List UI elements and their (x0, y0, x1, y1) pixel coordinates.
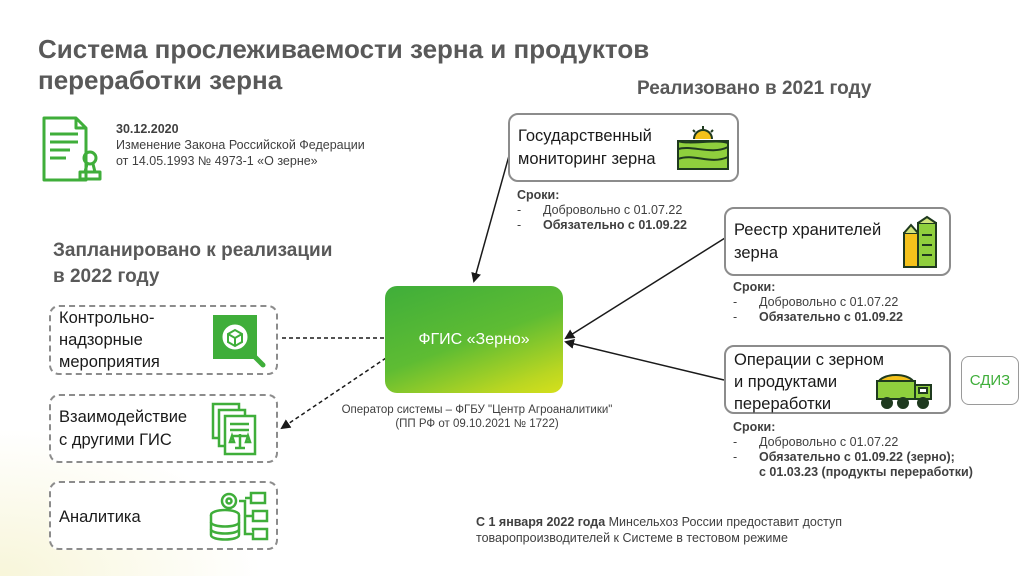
terms-operations-mandatory-grain: Обязательно с 01.09.22 (зерно); (759, 450, 955, 464)
grain-truck-icon (876, 374, 932, 409)
terms-monitoring-head: Сроки: (517, 188, 560, 202)
bottom-note: С 1 января 2022 года Минсельхоз России п… (476, 514, 916, 546)
note-bold: С 1 января 2022 года (476, 515, 606, 529)
box-gis-interaction: Взаимодействие с другими ГИС (49, 394, 278, 463)
registry-label: Реестр хранителей зерна (734, 219, 881, 265)
terms-registry-mandatory: Обязательно с 01.09.22 (759, 310, 904, 324)
terms-registry-head: Сроки: (733, 280, 776, 294)
interaction-label: Взаимодействие с другими ГИС (59, 406, 187, 452)
monitoring-line1: Государственный (518, 127, 652, 145)
law-line2: от 14.05.1993 № 4973-1 «О зерне» (116, 154, 318, 168)
note-line2: товаропроизводителей к Системе в тестово… (476, 531, 788, 545)
law-line1: Изменение Закона Российской Федерации (116, 138, 365, 152)
registry-line2: зерна (734, 244, 779, 262)
monitoring-line2: мониторинг зерна (518, 150, 656, 168)
box-storage-registry: Реестр хранителей зерна (724, 207, 951, 276)
dash: - (517, 218, 522, 232)
terms-operations-voluntary: Добровольно с 01.07.22 (759, 435, 899, 449)
operations-line2: и продуктами (734, 373, 838, 391)
operator-line2: (ПП РФ от 09.10.2021 № 1722) (395, 418, 559, 430)
heading-planned-line1: Запланировано к реализации (53, 240, 333, 261)
law-date: 30.12.2020 (116, 122, 179, 136)
analytics-database-icon (209, 491, 269, 541)
terms-monitoring-voluntary: Добровольно с 01.07.22 (543, 203, 683, 217)
interaction-line1: Взаимодействие (59, 408, 188, 426)
operations-line3: переработки (734, 395, 832, 413)
terms-operations-head: Сроки: (733, 420, 776, 434)
interaction-line2: с другими ГИС (59, 431, 172, 449)
terms-operations: Сроки: - Добровольно с 01.07.22 - Обязател… (733, 420, 973, 480)
dash: - (733, 435, 738, 449)
note-rest: Минсельхоз России предоставит доступ (605, 515, 842, 529)
registry-line1: Реестр хранителей (734, 221, 882, 239)
control-line2: надзорные (59, 331, 143, 349)
dash: - (517, 203, 522, 217)
inspection-magnifier-icon (213, 315, 266, 368)
fgis-label: ФГИС «Зерно» (418, 330, 530, 348)
fgis-zerno-node: ФГИС «Зерно» (385, 286, 563, 393)
box-grain-operations: Операции с зерном и продуктами переработ… (724, 345, 951, 414)
dash: - (733, 450, 738, 464)
terms-operations-mandatory-products: с 01.03.23 (продукты переработки) (759, 465, 973, 479)
sdiz-label: СДИЗ (969, 372, 1011, 389)
heading-planned-line2: в 2022 году (53, 266, 160, 287)
operations-label: Операции с зерном и продуктами переработ… (734, 349, 884, 415)
operator-line1: Оператор системы – ФГБУ "Центр Агроанали… (341, 404, 613, 416)
dash: - (733, 295, 738, 309)
arrow-operations-to-fgis (564, 339, 725, 381)
control-label: Контрольно- надзорные мероприятия (59, 307, 160, 373)
heading-planned: Запланировано к реализации в 2022 году (53, 238, 393, 290)
operations-line1: Операции с зерном (734, 351, 884, 369)
law-description: Изменение Закона Российской Федерации от… (116, 137, 406, 169)
dash: - (733, 310, 738, 324)
control-line3: мероприятия (59, 353, 160, 371)
operator-info: Оператор системы – ФГБУ "Центр Агроанали… (330, 403, 624, 431)
page-title-line2: переработки зерна (38, 65, 283, 95)
arrow-monitoring-to-fgis (471, 144, 513, 283)
box-state-monitoring: Государственный мониторинг зерна (508, 113, 739, 182)
monitoring-label: Государственный мониторинг зерна (518, 125, 656, 171)
arrow-registry-to-fgis (564, 237, 726, 340)
terms-monitoring: Сроки: - Добровольно с 01.07.22 - Обязател… (517, 188, 687, 233)
box-control-supervision: Контрольно- надзорные мероприятия (49, 305, 278, 375)
documents-scales-icon (211, 402, 257, 456)
control-line1: Контрольно- (59, 309, 155, 327)
terms-registry-voluntary: Добровольно с 01.07.22 (759, 295, 899, 309)
page-title-line1: Система прослеживаемости зерна и продукт… (38, 34, 650, 64)
law-document-icon (42, 116, 102, 182)
page-title: Система прослеживаемости зерна и продукт… (38, 34, 678, 96)
grain-silo-icon (903, 215, 937, 268)
analytics-label: Аналитика (59, 508, 141, 526)
box-analytics: Аналитика (49, 481, 278, 550)
terms-monitoring-mandatory: Обязательно с 01.09.22 (543, 218, 688, 232)
field-sun-icon (677, 126, 729, 170)
sdiz-box: СДИЗ (961, 356, 1019, 405)
terms-registry: Сроки: - Добровольно с 01.07.22 - Обязател… (733, 280, 903, 325)
heading-realized: Реализовано в 2021 году (637, 78, 872, 99)
